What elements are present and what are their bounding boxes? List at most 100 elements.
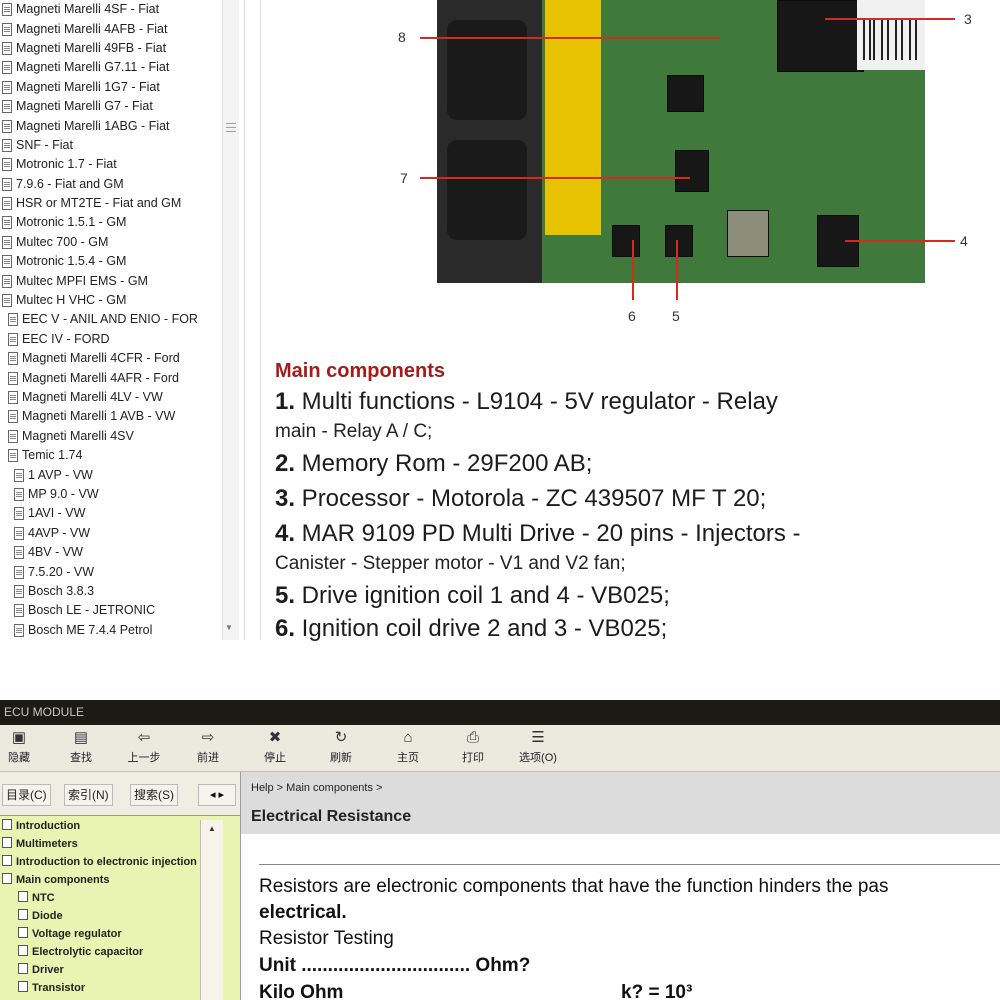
component-item: 3. Processor - Motorola - ZC 439507 MF T…: [275, 485, 767, 512]
tab-index[interactable]: 索引(N): [64, 784, 113, 806]
tree-scrollbar[interactable]: ——— ▼: [222, 0, 239, 640]
help-window: ECU MODULE ▣隐藏 ▤查找 ⇦上一步 ⇨前进 ✖停止 ↻刷新 ⌂主页 …: [0, 700, 1000, 1000]
tree-item-label: Temic 1.74: [22, 448, 83, 463]
tree-item[interactable]: Motronic 1.7 - Fiat: [0, 155, 244, 174]
tree-node-ntc[interactable]: NTC: [18, 891, 55, 904]
tree-item[interactable]: Magneti Marelli 4SF - Fiat: [0, 0, 244, 19]
page-icon: [2, 158, 12, 172]
tree-item[interactable]: Magneti Marelli G7 - Fiat: [0, 97, 244, 116]
locate-button[interactable]: ▤查找: [70, 729, 92, 764]
tree-item-label: Magneti Marelli 1 AVB - VW: [22, 409, 176, 424]
print-button[interactable]: ⎙打印: [462, 729, 484, 764]
tree-item[interactable]: Magneti Marelli 1 AVB - VW: [0, 407, 244, 426]
window-titlebar: ECU MODULE: [0, 700, 1000, 725]
tree-node-main-components[interactable]: Main components: [2, 873, 110, 886]
tree-node-transistor[interactable]: Transistor: [18, 981, 85, 994]
tree-item[interactable]: 7.5.20 - VW: [0, 562, 244, 581]
chip: [675, 150, 709, 192]
tree-item-label: Multec 700 - GM: [16, 234, 109, 249]
tree-item-label: Bosch LE - JETRONIC: [28, 603, 156, 618]
tree-item[interactable]: Bosch ME 7.4.4 Petrol: [0, 621, 244, 640]
component-item-detail: main - Relay A / C;: [275, 421, 433, 442]
page-icon: [2, 255, 12, 269]
tree-item-label: Magneti Marelli 4SV: [22, 428, 134, 443]
tree-node-voltage-regulator[interactable]: Voltage regulator: [18, 927, 122, 940]
home-icon: ⌂: [403, 729, 413, 746]
component-item: 6. Ignition coil drive 2 and 3 - VB025;: [275, 615, 668, 642]
topic-header: Help > Main components > Electrical Resi…: [241, 772, 1000, 834]
chip: [667, 75, 704, 112]
tree-item[interactable]: Magneti Marelli 4LV - VW: [0, 388, 244, 407]
tree-item[interactable]: 1AVI - VW: [0, 504, 244, 523]
tree-scrollbar[interactable]: ▲: [200, 820, 223, 1000]
stop-button[interactable]: ✖停止: [264, 729, 286, 764]
tree-item[interactable]: Magneti Marelli 4AFB - Fiat: [0, 19, 244, 38]
tree-item-label: Magneti Marelli 4SF - Fiat: [16, 2, 160, 17]
tree-item[interactable]: HSR or MT2TE - Fiat and GM: [0, 194, 244, 213]
unit-line: Unit ................................ Oh…: [259, 955, 531, 976]
tree-item[interactable]: 1 AVP - VW: [0, 465, 244, 484]
scroll-down-icon[interactable]: ▼: [225, 623, 233, 632]
tree-item[interactable]: Multec MPFI EMS - GM: [0, 271, 244, 290]
options-button[interactable]: ☰选项(O): [519, 729, 557, 764]
tree-item[interactable]: Magneti Marelli 4AFR - Ford: [0, 368, 244, 387]
tree-item-label: Magneti Marelli G7.11 - Fiat: [16, 60, 170, 75]
page-icon: [14, 468, 24, 482]
tree-item[interactable]: Temic 1.74: [0, 446, 244, 465]
page-icon: [2, 235, 12, 249]
tree-item[interactable]: Bosch LE - JETRONIC: [0, 601, 244, 620]
forward-button[interactable]: ⇨前进: [197, 729, 219, 764]
page-icon: [2, 216, 12, 230]
scroll-grip-icon[interactable]: ———: [226, 118, 236, 137]
tree-item[interactable]: Bosch 3.8.3: [0, 582, 244, 601]
tab-contents[interactable]: 目录(C): [2, 784, 51, 806]
section-title: Main components: [275, 360, 446, 382]
tree-node-driver[interactable]: Driver: [18, 963, 64, 976]
tab-scroll-arrows[interactable]: ◂ ▸: [198, 784, 236, 806]
hide-button[interactable]: ▣隐藏: [8, 729, 30, 764]
tree-item-label: 1 AVP - VW: [28, 467, 93, 482]
page-icon: [8, 332, 18, 346]
tree-item[interactable]: 4BV - VW: [0, 543, 244, 562]
breadcrumb[interactable]: Help > Main components >: [251, 782, 383, 794]
kilo-label: Kilo Ohm: [259, 982, 344, 1000]
tree-node-introduction[interactable]: Introduction: [2, 819, 80, 832]
tree-item[interactable]: Magneti Marelli 1ABG - Fiat: [0, 116, 244, 135]
tree-node-electronic-injection[interactable]: Introduction to electronic injection: [2, 855, 197, 868]
tree-item[interactable]: EEC V - ANIL AND ENIO - FOR: [0, 310, 244, 329]
scroll-up-icon[interactable]: ▲: [208, 824, 216, 833]
page-icon: [2, 197, 12, 211]
tree-node-multimeters[interactable]: Multimeters: [2, 837, 78, 850]
tree-item[interactable]: Magneti Marelli 1G7 - Fiat: [0, 78, 244, 97]
page-icon: [14, 604, 24, 618]
tree-item[interactable]: 7.9.6 - Fiat and GM: [0, 175, 244, 194]
tree-item-label: Magneti Marelli 4CFR - Ford: [22, 351, 180, 366]
tree-node-electrolytic-capacitor[interactable]: Electrolytic capacitor: [18, 945, 143, 958]
tree-item[interactable]: Magneti Marelli 4CFR - Ford: [0, 349, 244, 368]
tree-item[interactable]: MP 9.0 - VW: [0, 485, 244, 504]
connector-block: [447, 20, 527, 120]
tree-item-label: Multec H VHC - GM: [16, 293, 127, 308]
tree-item[interactable]: Multec H VHC - GM: [0, 291, 244, 310]
back-button[interactable]: ⇦上一步: [127, 729, 161, 764]
tree-item[interactable]: 4AVP - VW: [0, 524, 244, 543]
tree-item[interactable]: Motronic 1.5.4 - GM: [0, 252, 244, 271]
tree-item[interactable]: Motronic 1.5.1 - GM: [0, 213, 244, 232]
tree-item[interactable]: Multec 700 - GM: [0, 233, 244, 252]
page-icon: [2, 177, 12, 191]
home-button[interactable]: ⌂主页: [397, 729, 419, 764]
page-icon: [18, 891, 28, 902]
tree-node-diode[interactable]: Diode: [18, 909, 63, 922]
tree-item[interactable]: Magneti Marelli 4SV: [0, 427, 244, 446]
tree-item-label: Multec MPFI EMS - GM: [16, 273, 148, 288]
tree-item[interactable]: Magneti Marelli 49FB - Fiat: [0, 39, 244, 58]
refresh-button[interactable]: ↻刷新: [330, 729, 352, 764]
tree-item[interactable]: EEC IV - FORD: [0, 330, 244, 349]
board-connector: [437, 0, 542, 283]
page-icon: [2, 61, 12, 75]
tree-item[interactable]: Magneti Marelli G7.11 - Fiat: [0, 58, 244, 77]
tree-item[interactable]: SNF - Fiat: [0, 136, 244, 155]
tab-search[interactable]: 搜索(S): [130, 784, 178, 806]
toolbar: ▣隐藏 ▤查找 ⇦上一步 ⇨前进 ✖停止 ↻刷新 ⌂主页 ⎙打印 ☰选项(O): [0, 725, 1000, 772]
